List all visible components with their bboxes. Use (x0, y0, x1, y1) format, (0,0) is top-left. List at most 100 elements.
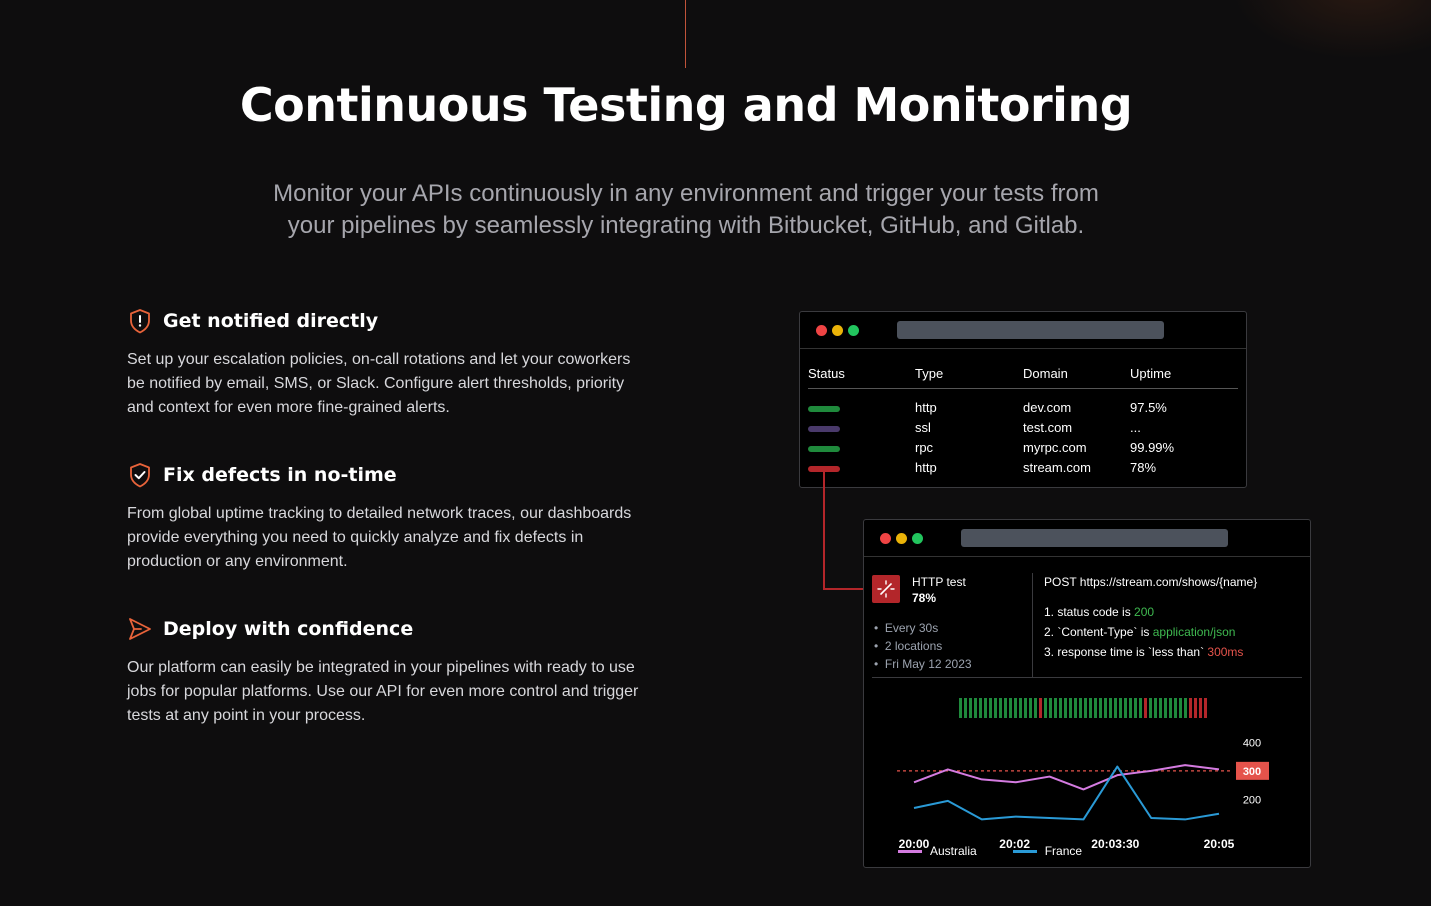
run-bar-ok (1159, 698, 1162, 718)
minimize-dot-icon[interactable] (832, 325, 843, 336)
address-bar[interactable] (897, 321, 1164, 339)
monitor-table: Status Type Domain Uptime http dev.com 9… (808, 366, 1238, 477)
table-row[interactable]: http dev.com 97.5% (808, 397, 1238, 417)
run-bar-ok (1059, 698, 1062, 718)
status-pill (808, 465, 840, 472)
run-bar-ok (1114, 698, 1117, 718)
run-bar-ok (1009, 698, 1012, 718)
minimize-dot-icon[interactable] (896, 533, 907, 544)
run-bar-ok (969, 698, 972, 718)
type-cell: http (915, 459, 937, 475)
series-line-france (913, 765, 1220, 821)
run-bar-ok (1139, 698, 1142, 718)
column-header: Status (808, 366, 845, 381)
legend-swatch-australia (898, 849, 922, 853)
run-bar-ok (994, 698, 997, 718)
top-divider-line (685, 0, 686, 68)
status-pill (808, 445, 840, 452)
close-dot-icon[interactable] (816, 325, 827, 336)
type-cell: rpc (915, 439, 934, 455)
run-bar-ok (1169, 698, 1172, 718)
type-cell: ssl (915, 419, 931, 435)
address-bar[interactable] (961, 529, 1228, 547)
feature-fix-defects: Fix defects in no-time From global uptim… (127, 460, 647, 574)
shield-check-icon (127, 462, 153, 488)
assertion-item: 1. status code is 200 (1044, 605, 1155, 619)
run-bar-ok (1074, 698, 1077, 718)
x-tick-label: 20:00 (899, 837, 930, 851)
feature-description: From global uptime tracking to detailed … (127, 505, 632, 570)
run-bar-ok (1054, 698, 1057, 718)
assertion-item: 2. `Content-Type` is application/json (1044, 625, 1236, 639)
test-percent: 78% (912, 591, 937, 605)
run-bar-fail (1189, 698, 1192, 718)
domain-cell: dev.com (1023, 399, 1072, 415)
run-bar-fail (1039, 698, 1042, 718)
column-header: Type (915, 366, 944, 381)
run-bar-ok (1134, 698, 1137, 718)
broken-link-icon (872, 575, 900, 603)
run-bar-ok (999, 698, 1002, 718)
run-bar-ok (1004, 698, 1007, 718)
table-row[interactable]: ssl test.com ... (808, 417, 1238, 437)
table-header: Status Type Domain Uptime (808, 366, 1238, 389)
maximize-dot-icon[interactable] (848, 325, 859, 336)
run-bar-ok (1129, 698, 1132, 718)
column-header: Domain (1023, 366, 1068, 381)
horizontal-divider (872, 677, 1302, 678)
maximize-dot-icon[interactable] (912, 533, 923, 544)
y-tick-label: 200 (1243, 794, 1261, 806)
run-bar-fail (1204, 698, 1207, 718)
run-bar-ok (1079, 698, 1082, 718)
feature-description: Our platform can easily be integrated in… (127, 659, 639, 724)
x-tick-label: 20:05 (1204, 837, 1235, 851)
test-name: HTTP test (912, 575, 966, 589)
run-bar-fail (1194, 698, 1197, 718)
list-item: • Fri May 12 2023 (874, 657, 972, 671)
run-history-bars (959, 698, 1207, 718)
run-bar-ok (979, 698, 982, 718)
feature-title: Deploy with confidence (163, 618, 414, 640)
run-bar-ok (974, 698, 977, 718)
run-bar-ok (989, 698, 992, 718)
run-bar-ok (1099, 698, 1102, 718)
table-row[interactable]: http stream.com 78% (808, 457, 1238, 477)
run-bar-ok (1084, 698, 1087, 718)
feature-deploy: Deploy with confidence Our platform can … (127, 614, 647, 728)
connector-line (823, 588, 873, 590)
feature-get-notified: Get notified directly Set up your escala… (127, 306, 647, 420)
legend-label: France (1044, 844, 1083, 858)
run-bar-ok (1174, 698, 1177, 718)
assertions-list: 1. status code is 200 2. `Content-Type` … (1044, 602, 1243, 662)
monitor-window: Status Type Domain Uptime http dev.com 9… (799, 311, 1247, 488)
close-dot-icon[interactable] (880, 533, 891, 544)
feature-description: Set up your escalation policies, on-call… (127, 351, 631, 416)
run-bar-ok (1124, 698, 1127, 718)
connector-line (823, 472, 825, 589)
run-bar-ok (1044, 698, 1047, 718)
vertical-divider (1032, 573, 1033, 677)
run-bar-ok (1034, 698, 1037, 718)
legend-swatch-france (1012, 849, 1037, 853)
window-titlebar (800, 312, 1246, 349)
page-subtitle: Monitor your APIs continuously in any en… (240, 178, 1132, 242)
window-titlebar (864, 520, 1310, 557)
test-meta-list: • Every 30s • 2 locations • Fri May 12 2… (874, 619, 972, 673)
run-bar-ok (959, 698, 962, 718)
run-bar-ok (1094, 698, 1097, 718)
threshold-badge (1236, 761, 1269, 780)
domain-cell: stream.com (1023, 459, 1091, 475)
assertion-item: 3. response time is `less than` 300ms (1044, 645, 1244, 659)
status-pill (808, 425, 840, 432)
y-tick-label: 300 (1243, 766, 1261, 778)
table-row[interactable]: rpc myrpc.com 99.99% (808, 437, 1238, 457)
run-bar-ok (1089, 698, 1092, 718)
run-bar-ok (1014, 698, 1017, 718)
run-bar-ok (1024, 698, 1027, 718)
domain-cell: test.com (1023, 419, 1073, 435)
run-bar-ok (1164, 698, 1167, 718)
feature-title: Get notified directly (163, 310, 379, 332)
shield-alert-icon (127, 308, 153, 334)
uptime-cell: ... (1130, 419, 1141, 435)
